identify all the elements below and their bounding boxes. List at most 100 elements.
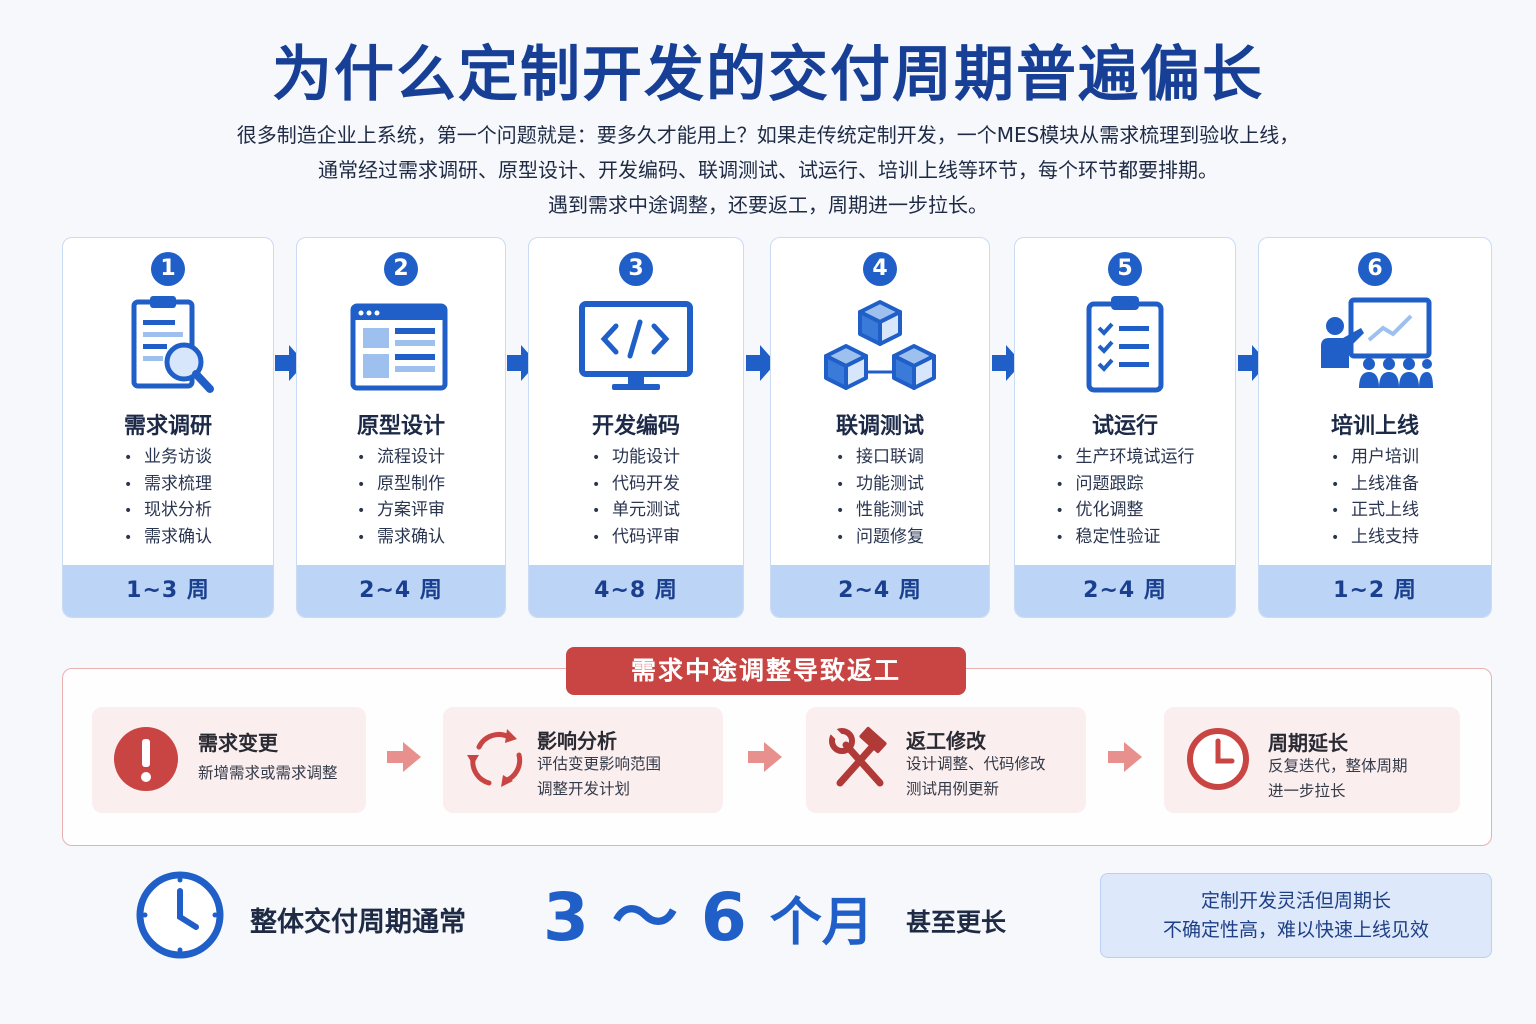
intro-line-2: 通常经过需求调研、原型设计、开发编码、联调测试、试运行、培训上线等环节，每个环节… (318, 158, 1218, 182)
stage-name: 需求调研 (123, 414, 212, 439)
summary-label: 整体交付周期通常 (250, 907, 466, 938)
summary-more: 甚至更长 (906, 908, 1007, 937)
step-number: 3 (619, 252, 653, 286)
stage-item: 问题跟踪 (1056, 472, 1195, 499)
stage-item: 代码评审 (592, 525, 680, 552)
stage-item: 需求确认 (357, 525, 445, 552)
stage-card-2: 2 原型设计 流程设计 原型制作 方案评审 需求确认 2~4 周 (296, 237, 506, 618)
stage-item: 接口联调 (836, 445, 924, 472)
step-number: 4 (863, 252, 897, 286)
rework-desc-line: 评估变更影响范围 (537, 755, 662, 773)
wireframe-icon (350, 303, 448, 391)
rework-desc-line: 测试用例更新 (906, 780, 1000, 798)
rework-step-desc: 设计调整、代码修改 测试用例更新 (906, 752, 1046, 802)
arrow-right-icon (748, 742, 782, 772)
summary-unit: 个月 (769, 893, 874, 953)
stage-name: 联调测试 (835, 414, 924, 439)
stage-item: 代码开发 (592, 472, 680, 499)
rework-step-desc: 新增需求或需求调整 (198, 761, 338, 786)
stage-items: 接口联调 功能测试 性能测试 问题修复 (771, 445, 989, 551)
stage-item: 上线支持 (1331, 525, 1419, 552)
stage-item: 性能测试 (836, 498, 924, 525)
checklist-icon (1086, 296, 1164, 393)
rework-step-1: 需求变更 新增需求或需求调整 (92, 707, 366, 813)
note-line: 不确定性高，难以快速上线见效 (1162, 919, 1429, 941)
step-number: 1 (151, 252, 185, 286)
stage-item: 现状分析 (124, 498, 212, 525)
intro-text: 很多制造企业上系统，第一个问题就是：要多久才能用上？如果走传统定制开发，一个ME… (0, 118, 1536, 223)
cubes-icon (824, 300, 936, 390)
stage-items: 功能设计 代码开发 单元测试 代码评审 (529, 445, 743, 551)
stage-name: 开发编码 (591, 414, 680, 439)
stage-items: 生产环境试运行 问题跟踪 优化调整 稳定性验证 (1015, 445, 1235, 551)
stage-duration: 2~4 周 (297, 565, 505, 617)
arrow-right-icon (275, 345, 305, 381)
stage-item: 单元测试 (592, 498, 680, 525)
rework-desc-line: 设计调整、代码修改 (906, 755, 1046, 773)
stage-item: 业务访谈 (124, 445, 212, 472)
stage-item: 问题修复 (836, 525, 924, 552)
stage-item: 需求梳理 (124, 472, 212, 499)
clock-icon (136, 871, 224, 959)
exclamation-icon (114, 727, 178, 791)
page-title: 为什么定制开发的交付周期普遍偏长 (272, 40, 1264, 110)
code-monitor-icon (579, 301, 693, 390)
rework-step-desc: 反复迭代，整体周期 进一步拉长 (1268, 754, 1408, 804)
summary-note: 定制开发灵活但周期长 不确定性高，难以快速上线见效 (1100, 873, 1492, 958)
step-number: 2 (384, 252, 418, 286)
rework-title: 需求中途调整导致返工 (566, 647, 966, 695)
stage-name: 培训上线 (1330, 414, 1419, 439)
stage-item: 功能测试 (836, 472, 924, 499)
stage-items: 业务访谈 需求梳理 现状分析 需求确认 (63, 445, 273, 551)
stage-item: 流程设计 (357, 445, 445, 472)
cycle-arrows-icon (467, 729, 523, 787)
clock-icon (1187, 728, 1249, 790)
note-line: 定制开发灵活但周期长 (1200, 890, 1391, 912)
step-number: 6 (1358, 252, 1392, 286)
stage-duration: 2~4 周 (771, 565, 989, 617)
rework-step-title: 周期延长 (1268, 731, 1348, 755)
arrow-right-icon (992, 345, 1022, 381)
rework-step-title: 影响分析 (537, 729, 617, 753)
stage-name: 试运行 (1091, 414, 1158, 439)
stage-item: 生产环境试运行 (1056, 445, 1195, 472)
stage-item: 优化调整 (1056, 498, 1195, 525)
stage-item: 稳定性验证 (1056, 525, 1195, 552)
stage-item: 原型制作 (357, 472, 445, 499)
rework-desc-line: 调整开发计划 (537, 780, 631, 798)
arrow-right-icon (507, 345, 537, 381)
rework-step-3: 返工修改 设计调整、代码修改 测试用例更新 (806, 707, 1086, 813)
rework-desc-line: 新增需求或需求调整 (198, 764, 338, 782)
stage-item: 需求确认 (124, 525, 212, 552)
stage-card-6: 6 培训上线 用户培训 上线准备 正式上线 上线支持 1~2 周 (1258, 237, 1492, 618)
arrow-right-icon (1108, 742, 1142, 772)
clipboard-search-icon (131, 296, 214, 393)
stage-card-1: 1 需求调研 业务访谈 需求梳理 现状分析 需求确认 1~3 周 (62, 237, 274, 618)
rework-desc-line: 进一步拉长 (1268, 782, 1346, 800)
stage-item: 上线准备 (1331, 472, 1419, 499)
stage-name: 原型设计 (356, 414, 445, 439)
stage-item: 用户培训 (1331, 445, 1419, 472)
rework-step-2: 影响分析 评估变更影响范围 调整开发计划 (443, 707, 723, 813)
stage-duration: 2~4 周 (1015, 565, 1235, 617)
intro-line-3: 遇到需求中途调整，还要返工，周期进一步拉长。 (548, 193, 988, 217)
stage-card-4: 4 联调测试 接口联调 功能测试 性能测试 问题修复 2~4 周 (770, 237, 990, 618)
stage-item: 方案评审 (357, 498, 445, 525)
stage-item: 正式上线 (1331, 498, 1419, 525)
stage-item: 功能设计 (592, 445, 680, 472)
stage-card-3: 3 开发编码 功能设计 代码开发 单元测试 代码评审 4~8 周 (528, 237, 744, 618)
intro-line-1: 很多制造企业上系统，第一个问题就是：要多久才能用上？如果走传统定制开发，一个ME… (236, 123, 1300, 147)
stage-items: 流程设计 原型制作 方案评审 需求确认 (297, 445, 505, 551)
hammer-wrench-icon (829, 726, 887, 787)
arrow-right-icon (1238, 345, 1268, 381)
rework-step-title: 需求变更 (198, 731, 278, 755)
rework-step-desc: 评估变更影响范围 调整开发计划 (537, 752, 661, 802)
training-icon (1321, 297, 1433, 388)
stage-duration: 4~8 周 (529, 565, 743, 617)
stage-duration: 1~3 周 (63, 565, 273, 617)
rework-step-title: 返工修改 (906, 729, 986, 753)
summary-range-value: 3 ～ 6 (543, 879, 747, 956)
arrow-right-icon (387, 742, 421, 772)
rework-desc-line: 反复迭代，整体周期 (1268, 757, 1408, 775)
stage-card-5: 5 试运行 生产环境试运行 问题跟踪 优化调整 稳定性验证 2~4 周 (1014, 237, 1236, 618)
